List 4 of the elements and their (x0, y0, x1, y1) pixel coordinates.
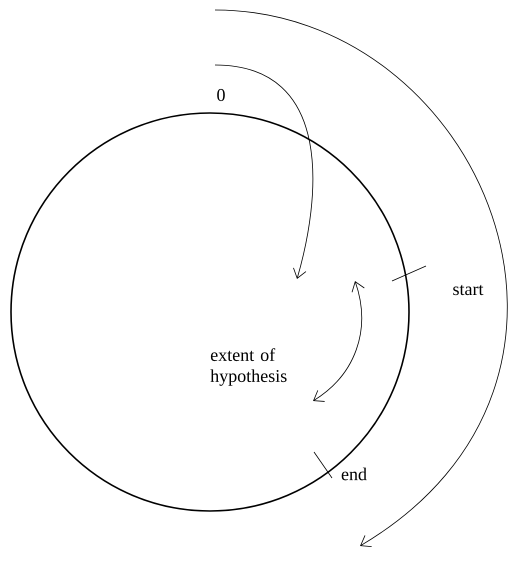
position-label: extent of hypothesis (210, 348, 287, 386)
position-label: end (342, 468, 367, 480)
position-label: start (453, 284, 484, 296)
position-label: 0 (217, 88, 225, 102)
